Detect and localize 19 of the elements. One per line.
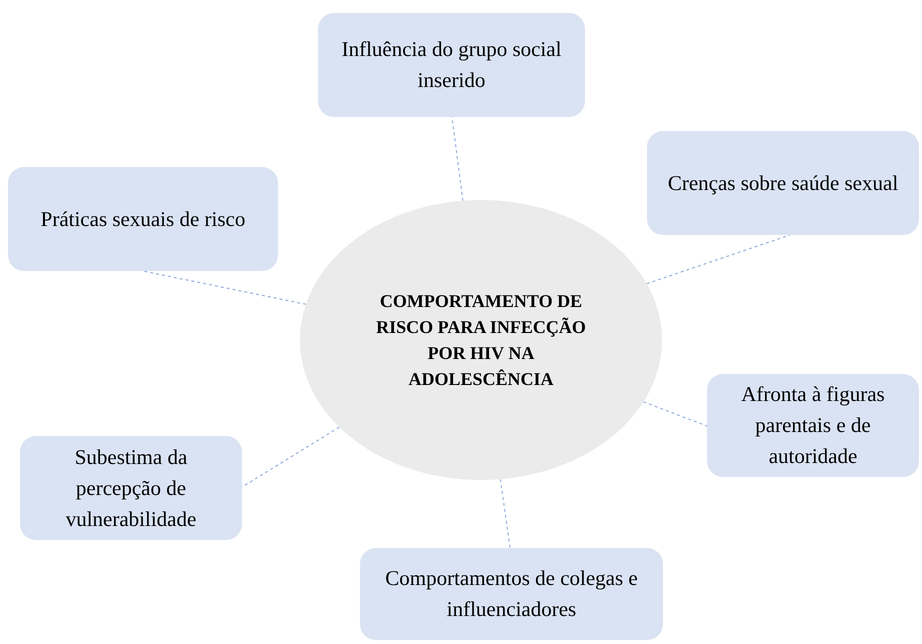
central-topic-text: COMPORTAMENTO DE RISCO PARA INFECÇÃO POR HIV NA ADOLESCÊNCIA bbox=[375, 290, 587, 391]
topic-text: Comportamentos de colegas e influenciadores bbox=[384, 565, 639, 623]
connector-line bbox=[452, 116, 464, 202]
connector-line bbox=[646, 234, 790, 284]
topic-box bbox=[318, 13, 585, 117]
connector-line bbox=[500, 478, 510, 548]
topic-text: Influência do grupo social inserido bbox=[340, 36, 562, 94]
topic-text: Subestima da percepção de vulnerabilidade bbox=[64, 444, 198, 532]
connector-line bbox=[142, 270, 306, 305]
topic-text: Práticas sexuais de risco bbox=[40, 206, 246, 232]
topic-box bbox=[707, 374, 919, 477]
topic-box bbox=[360, 548, 663, 640]
topic-text: Afronta à figuras parentais e de autoridade bbox=[740, 381, 886, 470]
topic-box bbox=[647, 131, 919, 235]
topic-text: Crenças sobre saúde sexual bbox=[668, 170, 898, 196]
topic-box bbox=[20, 436, 242, 540]
connector-line bbox=[242, 426, 340, 488]
connector-line bbox=[642, 401, 708, 426]
topic-box bbox=[8, 167, 278, 271]
